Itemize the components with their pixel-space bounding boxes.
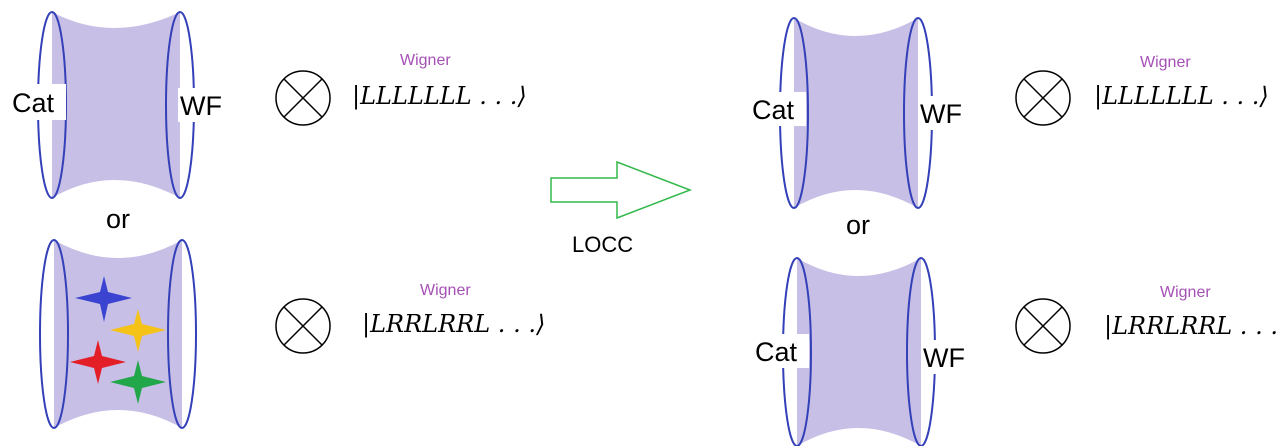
wormhole-left-bottom [39, 239, 197, 429]
wormhole-left-ring [39, 239, 69, 429]
wigner-tag: Wigner [1160, 284, 1211, 301]
star-icon [75, 276, 132, 322]
star-icon [110, 360, 166, 404]
wigner-tag: Wigner [1140, 54, 1191, 71]
wf-label: WF [920, 99, 962, 129]
locc-label: LOCC [572, 232, 633, 257]
wormhole-right-bottom: Cat WF [753, 257, 971, 446]
wormhole-left-top: Cat WF [10, 11, 228, 199]
wigner-tag: Wigner [400, 52, 451, 69]
star-icon [70, 340, 126, 384]
cat-label: Cat [755, 337, 798, 367]
cat-label: Cat [12, 88, 55, 118]
tensor-product-icon [1015, 70, 1071, 126]
or-label: or [846, 210, 870, 240]
tensor-product-icon [275, 70, 331, 126]
wormhole-right-top: Cat WF [750, 17, 968, 209]
wormhole-right-ring [167, 239, 197, 429]
tensor-product-icon [1015, 298, 1071, 354]
state-ket: |LLLLLLL . . .⟩ [352, 82, 527, 111]
or-label: or [106, 204, 130, 234]
wf-label: WF [923, 343, 965, 373]
state-ket: |LRRLRRL . . .⟩ [1104, 312, 1278, 341]
cat-label: Cat [752, 95, 795, 125]
state-ket: |LLLLLLL . . .⟩ [1094, 82, 1269, 111]
state-ket: |LRRLRRL . . .⟩ [362, 310, 545, 339]
wormhole-body [794, 18, 918, 208]
tensor-product-icon [275, 298, 331, 354]
wormhole-body [52, 12, 180, 198]
wigner-tag: Wigner [420, 282, 471, 299]
wf-label: WF [180, 91, 222, 121]
wormhole-body [797, 258, 921, 446]
locc-arrow [550, 160, 693, 220]
wormhole-body [54, 240, 182, 428]
star-icon [110, 309, 166, 352]
